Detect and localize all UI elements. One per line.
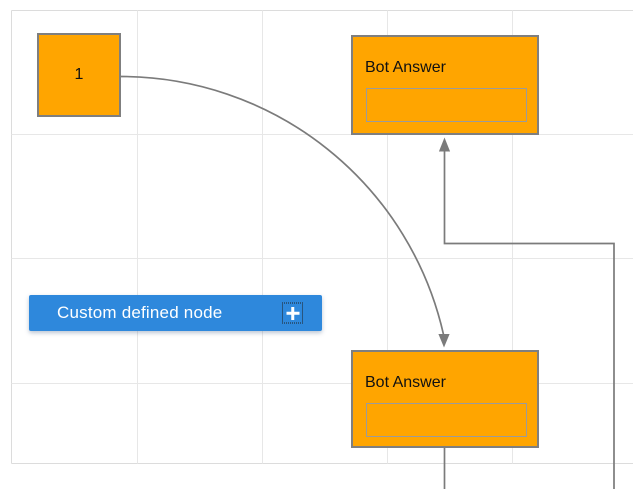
arrowhead-up-icon	[438, 137, 451, 152]
plus-icon[interactable]	[282, 302, 303, 324]
connector-bezier[interactable]	[120, 75, 445, 335]
bot-answer-label: Bot Answer	[365, 374, 446, 391]
custom-defined-node-label: Custom defined node	[57, 303, 223, 322]
bot-answer-input[interactable]	[366, 88, 527, 122]
custom-defined-node-button[interactable]: Custom defined node	[29, 295, 322, 331]
connector-orthogonal[interactable]	[443, 151, 615, 489]
node-start-square[interactable]: 1	[37, 33, 121, 117]
node-bot-answer-bottom[interactable]: Bot Answer	[351, 350, 539, 448]
arrowhead-down-icon	[438, 334, 450, 348]
node-start-label: 1	[74, 66, 84, 83]
bot-answer-input[interactable]	[366, 403, 527, 437]
connectors[interactable]	[120, 75, 615, 489]
bot-answer-label: Bot Answer	[365, 59, 446, 76]
node-bot-answer-top[interactable]: Bot Answer	[351, 35, 539, 135]
